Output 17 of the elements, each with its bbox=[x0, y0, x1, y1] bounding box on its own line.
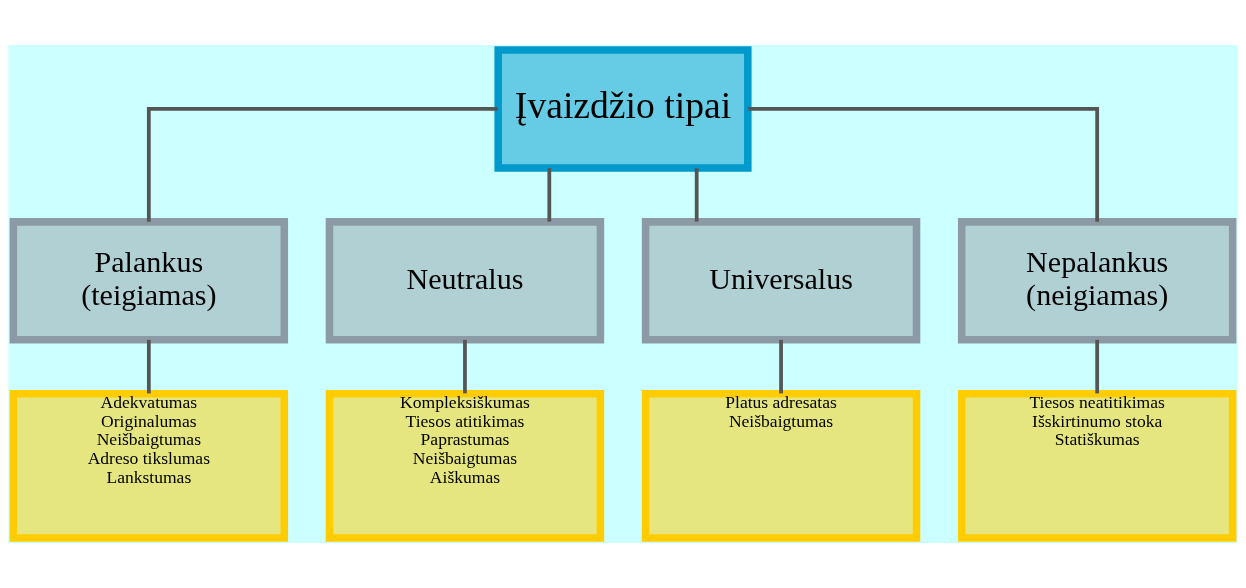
connector bbox=[748, 107, 1100, 222]
node-box: Platus adresatas Neišbaigtumas bbox=[641, 389, 921, 542]
connector bbox=[1095, 339, 1100, 394]
connector bbox=[146, 107, 498, 222]
node-box: Tiesos neatitikimas Išskirtinumo stoka Statiškumas bbox=[957, 389, 1237, 542]
connector bbox=[146, 339, 151, 394]
node-box: Palankus (teigiamas) bbox=[9, 218, 289, 344]
connector bbox=[547, 168, 552, 222]
connector bbox=[779, 339, 783, 394]
node-box: Įvaizdžio tipai bbox=[494, 46, 752, 172]
node-box: Adekvatumas Originalumas Neišbaigtumas Adreso tikslumas Lankstumas bbox=[9, 389, 289, 542]
connector bbox=[694, 168, 699, 222]
node-box: Kompleksiškumas Tiesos atitikimas Paprastumas Neišbaigtumas Aiškumas bbox=[325, 389, 605, 542]
connector bbox=[463, 339, 467, 394]
node-box: Neutralus bbox=[325, 218, 605, 344]
node-box: Universalus bbox=[641, 218, 921, 344]
node-box: Nepalankus (neigiamas) bbox=[957, 218, 1237, 344]
